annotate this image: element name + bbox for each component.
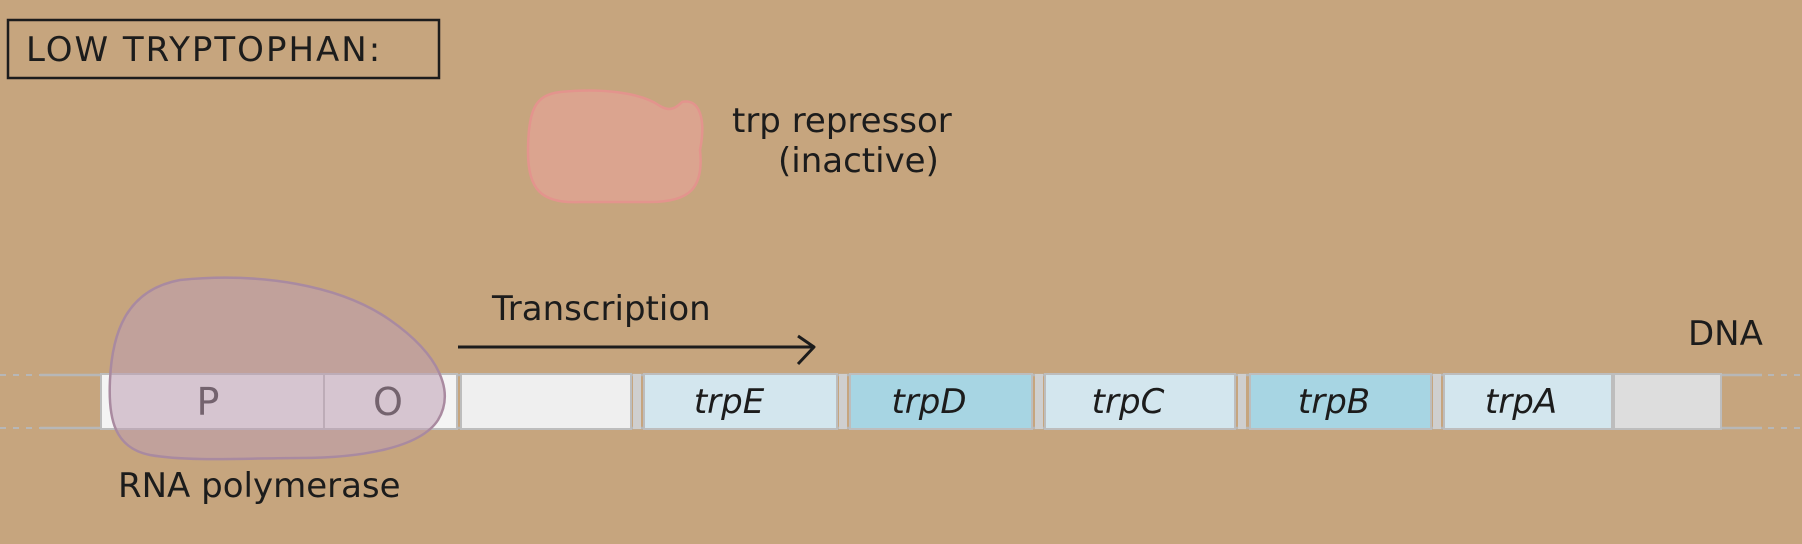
transcription-label: Transcription <box>491 289 711 329</box>
repressor-shape <box>526 89 704 204</box>
title-text: LOW TRYPTOPHAN: <box>26 30 382 70</box>
leader-segment <box>460 373 632 430</box>
gene-trpB-label: trpB <box>1298 382 1370 422</box>
rna-polymerase-label: RNA polymerase <box>118 466 401 506</box>
gene-trpE-box <box>643 373 838 430</box>
gene-trpC-box <box>1044 373 1236 430</box>
repressor-label-line1: trp repressor <box>732 101 952 141</box>
gene-trpA-label: trpA <box>1485 382 1557 422</box>
trailer-segment <box>1613 373 1722 430</box>
transcription-arrow: Transcription <box>458 289 816 366</box>
rna-polymerase-shape <box>108 276 446 461</box>
gene-trpE-label: trpE <box>694 382 765 422</box>
gene-trpD-box <box>849 373 1033 430</box>
gene-trpA-box <box>1443 373 1613 430</box>
rna-polymerase: RNA polymerase <box>108 276 446 506</box>
gene-trpB-box <box>1249 373 1432 430</box>
trp-repressor: trp repressor (inactive) <box>526 89 952 204</box>
dna-label: DNA <box>1688 314 1763 354</box>
repressor-label-line2: (inactive) <box>778 141 939 181</box>
title-box: LOW TRYPTOPHAN: <box>6 18 441 80</box>
gene-trpC-label: trpC <box>1092 382 1165 422</box>
gene-trpD-label: trpD <box>891 382 966 422</box>
